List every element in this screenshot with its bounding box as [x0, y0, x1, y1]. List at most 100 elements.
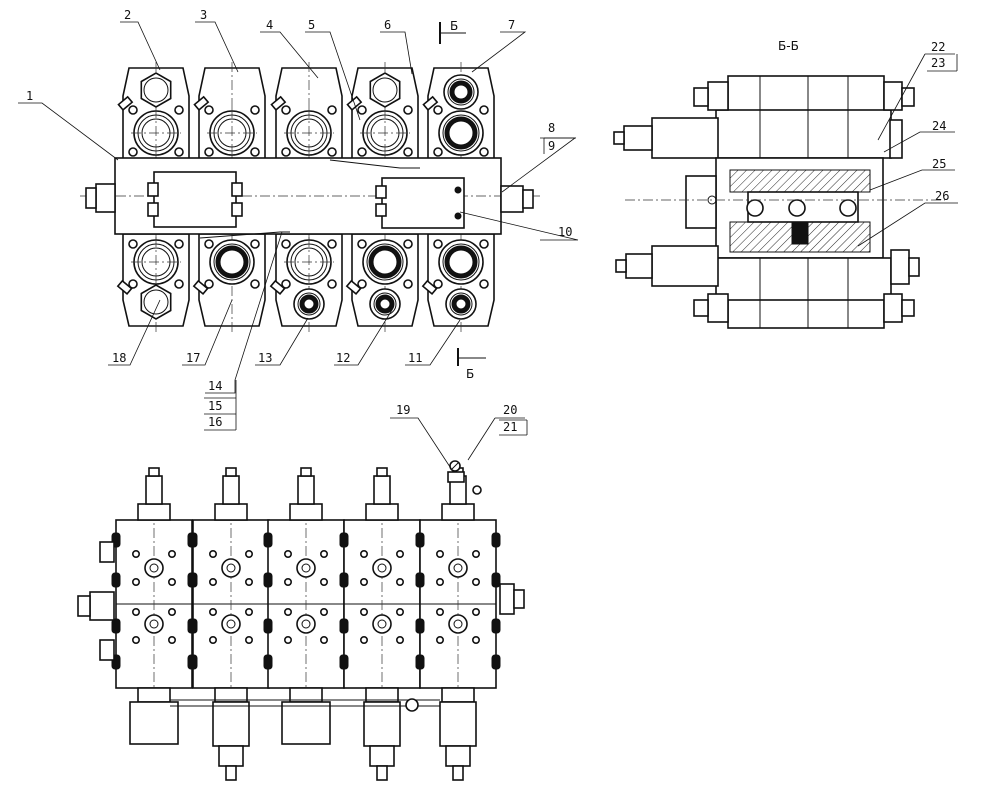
section-view: Б-Б: [613, 39, 958, 329]
bolt-head: [281, 105, 291, 115]
callout-23: 23: [931, 56, 945, 70]
callout-3: 3: [200, 8, 207, 22]
mount-hole: [132, 549, 141, 558]
top-stem-tip: [148, 467, 160, 477]
right-end-fitting: [500, 185, 534, 213]
top-stem-tip: [225, 467, 237, 477]
callout-4: 4: [266, 18, 273, 32]
port-bore: [372, 249, 398, 275]
callout-10: 10: [558, 225, 572, 239]
top-cap: [137, 503, 171, 521]
callout-17: 17: [186, 351, 200, 365]
front-port-bore: [453, 619, 463, 629]
hex-nut: [369, 72, 401, 108]
top-cap: [365, 503, 399, 521]
front-view: [77, 417, 525, 781]
mount-hole: [435, 635, 444, 644]
mount-hole: [283, 549, 292, 558]
bolt-head: [128, 147, 138, 157]
bolt-head: [174, 147, 184, 157]
bottom-solenoid: [212, 701, 250, 747]
bolt-head: [357, 239, 367, 249]
mount-hole: [245, 577, 254, 586]
front-port-bore: [149, 619, 159, 629]
top-stem: [373, 475, 391, 505]
mount-hole: [471, 549, 480, 558]
bolt-head: [204, 279, 214, 289]
mount-hole: [168, 635, 177, 644]
top-stem: [222, 475, 240, 505]
bolt-head: [327, 105, 337, 115]
front-port-bore: [226, 563, 236, 573]
side-bolt: [491, 654, 501, 670]
bolt-head: [433, 279, 443, 289]
side-bolt: [339, 654, 349, 670]
mount-hole: [132, 607, 141, 616]
front-port-bore: [149, 563, 159, 573]
front-port-bore: [301, 619, 311, 629]
bolt-head: [204, 147, 214, 157]
callout-1: 1: [26, 89, 33, 103]
hatched-insert-upper: [729, 169, 871, 193]
bottom-connector: [218, 745, 244, 767]
port-ring: [442, 114, 480, 152]
side-bolt: [111, 572, 121, 588]
bottom-solenoid: [363, 701, 401, 747]
front-port-bore: [301, 563, 311, 573]
bolt-head: [128, 105, 138, 115]
port-bore: [448, 120, 474, 146]
side-bolt: [415, 654, 425, 670]
angled-fitting: [117, 95, 134, 112]
top-stem: [297, 475, 315, 505]
bolt-head: [250, 279, 260, 289]
front-port: [372, 614, 392, 634]
section-leaders: [857, 53, 958, 247]
angled-fitting: [345, 279, 362, 296]
bolt-head: [204, 105, 214, 115]
front-port: [144, 558, 164, 578]
bolt-head: [403, 279, 413, 289]
hex-nut-face: [372, 77, 398, 103]
bolt-head: [174, 239, 184, 249]
front-port-bore: [377, 563, 387, 573]
bottom-solenoid: [439, 701, 477, 747]
mount-hole: [132, 577, 141, 586]
mount-hole: [435, 607, 444, 616]
mount-hole: [209, 607, 218, 616]
callout-6: 6: [384, 18, 391, 32]
mount-hole: [319, 549, 328, 558]
left-end-fitting: [85, 183, 116, 213]
front-port: [372, 558, 392, 578]
right-mounting-block: [375, 177, 465, 229]
pressure-indicator: [447, 460, 482, 495]
bolt-head: [479, 147, 489, 157]
bolt-head: [204, 239, 214, 249]
callout-5: 5: [308, 18, 315, 32]
front-port: [221, 614, 241, 634]
bolt-head: [403, 239, 413, 249]
bolt-head: [281, 147, 291, 157]
hex-nut: [140, 284, 172, 320]
port-ring: [447, 78, 475, 106]
mount-hole: [395, 607, 404, 616]
front-port: [296, 558, 316, 578]
top-stem-tip: [300, 467, 312, 477]
front-port-bore: [453, 563, 463, 573]
port-bore: [455, 298, 467, 310]
top-cap: [214, 503, 248, 521]
side-bolt: [339, 618, 349, 634]
mount-hole: [359, 577, 368, 586]
callout-11: 11: [408, 351, 422, 365]
hex-nut: [140, 72, 172, 108]
callout-7: 7: [508, 18, 515, 32]
bottom-collar: [441, 687, 475, 703]
callout-15: 15: [208, 399, 222, 413]
side-bolt: [415, 572, 425, 588]
front-port-bore: [226, 619, 236, 629]
mount-hole: [168, 607, 177, 616]
side-bolt: [491, 532, 501, 548]
port-bore: [379, 298, 391, 310]
front-leaders: [390, 417, 525, 471]
mount-hole: [283, 577, 292, 586]
